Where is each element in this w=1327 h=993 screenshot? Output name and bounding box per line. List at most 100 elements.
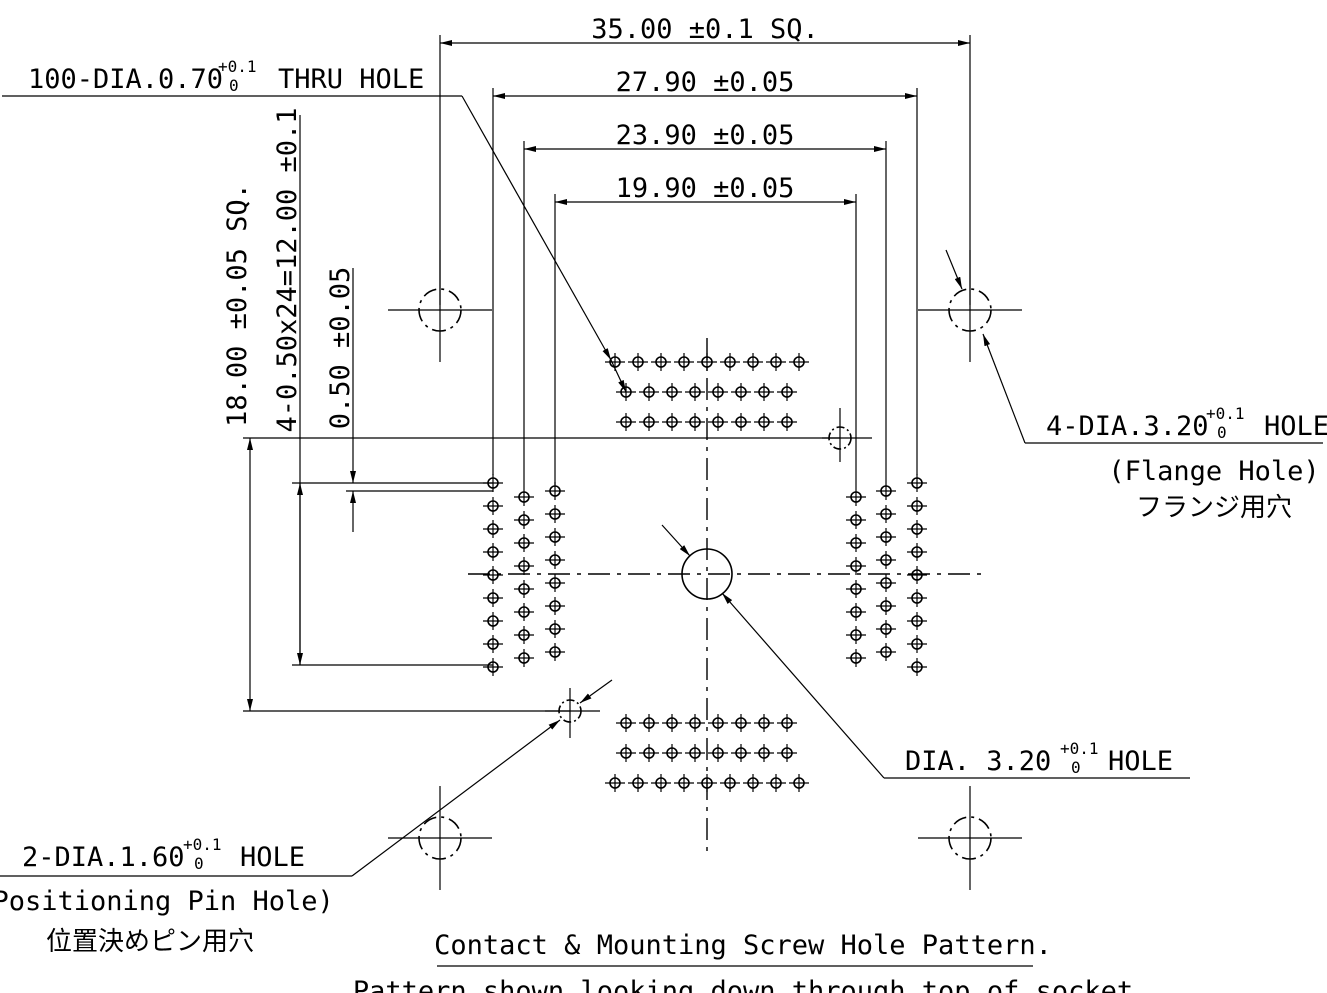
contact-hole bbox=[697, 774, 717, 792]
contact-hole bbox=[685, 744, 705, 762]
contact-hole bbox=[708, 714, 728, 732]
contact-hole bbox=[754, 413, 774, 431]
caption-title: Contact & Mounting Screw Hole Pattern. bbox=[434, 930, 1052, 961]
contact-hole bbox=[907, 589, 927, 607]
contact-hole bbox=[846, 649, 866, 667]
contact-hole bbox=[514, 534, 534, 552]
pin-hole-main: 2-DIA.1.60 bbox=[22, 842, 185, 873]
contact-hole bbox=[876, 551, 896, 569]
contact-hole bbox=[514, 511, 534, 529]
pin-hole-line3: 位置決めピン用穴 bbox=[46, 927, 254, 957]
contact-hole bbox=[754, 383, 774, 401]
contact-hole bbox=[708, 413, 728, 431]
contact-hole bbox=[789, 353, 809, 371]
contact-hole bbox=[846, 557, 866, 575]
contact-hole bbox=[651, 774, 671, 792]
contact-hole bbox=[720, 353, 740, 371]
contact-hole bbox=[639, 413, 659, 431]
dim-0-5-label: 0.50 ±0.05 bbox=[325, 267, 356, 430]
contact-hole bbox=[789, 774, 809, 792]
leader-center-hole bbox=[661, 524, 1190, 779]
flange-hole-main: 4-DIA.3.20 bbox=[1046, 411, 1209, 442]
contact-hole bbox=[697, 353, 717, 371]
contact-hole bbox=[754, 744, 774, 762]
contact-hole bbox=[545, 643, 565, 661]
contact-hole bbox=[743, 353, 763, 371]
contact-hole bbox=[720, 774, 740, 792]
contact-hole bbox=[662, 744, 682, 762]
dim-23-9-label: 23.90 ±0.05 bbox=[616, 120, 795, 151]
contact-hole bbox=[766, 353, 786, 371]
contact-hole bbox=[876, 482, 896, 500]
contact-hole bbox=[907, 635, 927, 653]
thru-hole-suffix: THRU HOLE bbox=[278, 64, 424, 95]
flange-hole-suffix: HOLE bbox=[1264, 411, 1327, 442]
contact-hole bbox=[616, 714, 636, 732]
contact-hole bbox=[483, 635, 503, 653]
contact-hole bbox=[514, 649, 534, 667]
contact-hole bbox=[545, 505, 565, 523]
dim-19-9-label: 19.90 ±0.05 bbox=[616, 173, 795, 204]
thru-hole-tol-bot: 0 bbox=[229, 76, 239, 95]
dimension-35: 35.00 ±0.1 SQ. bbox=[439, 14, 971, 305]
contact-hole bbox=[514, 626, 534, 644]
contact-hole bbox=[685, 413, 705, 431]
flange-hole-tol-bot: 0 bbox=[1217, 423, 1227, 442]
contact-hole bbox=[846, 488, 866, 506]
pin-hole-upper bbox=[822, 408, 872, 462]
center-hole-main: DIA. 3.20 bbox=[905, 746, 1051, 777]
dimension-23-9: 23.90 ±0.05 bbox=[523, 120, 887, 488]
contact-hole bbox=[876, 574, 896, 592]
contact-hole bbox=[846, 511, 866, 529]
flange-hole-bottom-left bbox=[388, 786, 492, 890]
contact-hole bbox=[483, 658, 503, 676]
pin-hole-tol-top: +0.1 bbox=[183, 835, 222, 854]
contact-hole bbox=[545, 574, 565, 592]
callout-thru-hole: 100-DIA.0.70 +0.1 0 THRU HOLE bbox=[28, 57, 424, 95]
center-hole-tol-bot: 0 bbox=[1071, 758, 1081, 777]
contact-hole bbox=[545, 482, 565, 500]
contact-hole bbox=[483, 543, 503, 561]
contact-hole bbox=[907, 612, 927, 630]
contact-hole bbox=[605, 774, 625, 792]
contact-hole bbox=[907, 658, 927, 676]
contact-hole bbox=[846, 580, 866, 598]
flange-hole-tol-top: +0.1 bbox=[1206, 404, 1245, 423]
callout-center-hole: DIA. 3.20 +0.1 0 HOLE bbox=[905, 739, 1173, 777]
contact-hole bbox=[483, 566, 503, 584]
contact-hole bbox=[628, 774, 648, 792]
contact-hole bbox=[708, 744, 728, 762]
contact-hole bbox=[685, 714, 705, 732]
contact-hole bbox=[743, 774, 763, 792]
dim-18-label: 18.00 ±0.05 SQ. bbox=[222, 183, 253, 427]
contact-hole bbox=[662, 383, 682, 401]
dimension-pitch: 4-0.50x24=12.00 ±0.1 bbox=[272, 107, 493, 666]
dimension-18: 18.00 ±0.05 SQ. bbox=[222, 183, 840, 712]
contact-hole bbox=[616, 744, 636, 762]
pin-hole-lower bbox=[545, 688, 600, 738]
contact-hole bbox=[639, 744, 659, 762]
contact-hole bbox=[731, 413, 751, 431]
flange-hole-top-left bbox=[388, 250, 492, 362]
contact-hole bbox=[639, 383, 659, 401]
contact-holes bbox=[483, 353, 927, 792]
contact-hole bbox=[876, 505, 896, 523]
contact-hole bbox=[846, 534, 866, 552]
contact-hole bbox=[777, 714, 797, 732]
contact-hole bbox=[483, 589, 503, 607]
callout-flange-hole: 4-DIA.3.20 +0.1 0 HOLE (Flange Hole) フラン… bbox=[1046, 404, 1327, 523]
center-hole bbox=[681, 548, 733, 600]
contact-hole bbox=[907, 543, 927, 561]
contact-hole bbox=[674, 353, 694, 371]
leader-thru-hole bbox=[2, 95, 627, 393]
dimension-27-9: 27.90 ±0.05 bbox=[492, 67, 918, 475]
contact-hole bbox=[483, 474, 503, 492]
leader-flange-hole bbox=[945, 249, 1323, 444]
contact-hole bbox=[731, 744, 751, 762]
contact-hole bbox=[639, 714, 659, 732]
contact-hole bbox=[876, 620, 896, 638]
pin-hole-line2: (Positioning Pin Hole) bbox=[0, 886, 334, 917]
dim-35-label: 35.00 ±0.1 SQ. bbox=[591, 14, 819, 45]
callout-pin-hole: 2-DIA.1.60 +0.1 0 HOLE (Positioning Pin … bbox=[0, 835, 334, 957]
leader-pin-hole bbox=[0, 679, 613, 877]
